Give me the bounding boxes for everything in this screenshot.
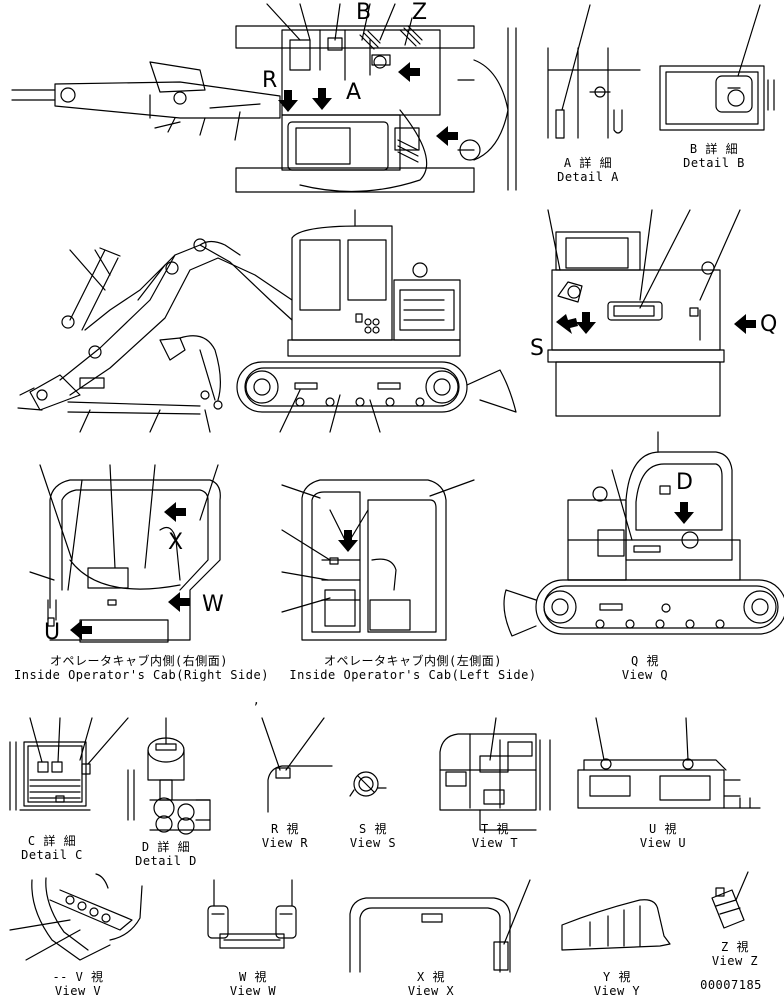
caption-view-v-en: View V bbox=[54, 984, 102, 998]
top-arrows bbox=[278, 62, 458, 146]
cab-left-arrows bbox=[338, 530, 358, 552]
label-x: X bbox=[168, 530, 184, 555]
caption-view-w-jp: W 視 bbox=[239, 970, 267, 984]
caption-detail-d: D 詳 細 Detail D bbox=[126, 840, 206, 868]
caption-detail-a: A 詳 細 Detail A bbox=[548, 156, 628, 184]
label-q: Q bbox=[760, 312, 778, 337]
view-w-drawing bbox=[207, 879, 297, 949]
caption-cab-right: オペレータキャブ内側(右側面) Inside Operator's Cab(Ri… bbox=[14, 654, 269, 682]
view-r-drawing bbox=[261, 717, 333, 813]
caption-view-z-en: View Z bbox=[711, 954, 759, 968]
caption-view-r: R 視 View R bbox=[250, 822, 320, 850]
top-plan-view bbox=[11, 3, 517, 193]
caption-view-q: Q 視 View Q bbox=[610, 654, 680, 682]
drawing-number: 00007185 bbox=[700, 978, 762, 992]
rear-arrows bbox=[556, 312, 756, 334]
label-z: Z bbox=[412, 0, 428, 25]
view-s-drawing bbox=[349, 771, 387, 797]
caption-view-x-en: View X bbox=[407, 984, 455, 998]
caption-view-u-en: View U bbox=[639, 836, 687, 850]
caption-cab-left-jp: オペレータキャブ内側(左側面) bbox=[324, 654, 502, 668]
label-d: D bbox=[676, 470, 693, 495]
detail-a-drawing bbox=[547, 4, 641, 139]
caption-view-w-en: View W bbox=[229, 984, 277, 998]
caption-detail-d-en: Detail D bbox=[135, 854, 197, 868]
caption-detail-a-jp: A 詳 細 bbox=[563, 156, 613, 170]
caption-view-s: S 視 View S bbox=[338, 822, 408, 850]
caption-view-u: U 視 View U bbox=[628, 822, 698, 850]
label-a: A bbox=[346, 80, 362, 105]
label-s: S bbox=[530, 336, 544, 361]
caption-cab-right-jp: オペレータキャブ内側(右側面) bbox=[50, 654, 228, 668]
caption-detail-a-en: Detail A bbox=[557, 170, 619, 184]
caption-detail-c-jp: C 詳 細 bbox=[27, 834, 77, 848]
caption-detail-c: C 詳 細 Detail C bbox=[12, 834, 92, 862]
caption-detail-b-en: Detail B bbox=[683, 156, 745, 170]
label-u: U bbox=[44, 620, 61, 645]
caption-view-q-en: View Q bbox=[621, 668, 669, 682]
view-q-drawing bbox=[503, 431, 784, 637]
detail-c-drawing bbox=[9, 717, 129, 811]
caption-detail-d-jp: D 詳 細 bbox=[141, 840, 191, 854]
caption-view-t-en: View T bbox=[471, 836, 519, 850]
caption-view-r-en: View R bbox=[261, 836, 309, 850]
caption-view-t: T 視 View T bbox=[460, 822, 530, 850]
label-b: B bbox=[356, 0, 372, 25]
caption-view-q-jp: Q 視 bbox=[631, 654, 659, 668]
detail-d-drawing bbox=[127, 717, 211, 835]
caption-view-t-jp: T 視 bbox=[481, 822, 509, 836]
caption-view-s-en: View S bbox=[349, 836, 397, 850]
caption-view-z: Z 視 View Z bbox=[700, 940, 770, 968]
view-y-drawing bbox=[561, 899, 671, 951]
cab-right-arrows bbox=[70, 502, 190, 640]
side-view-excavator bbox=[17, 209, 517, 433]
caption-view-w: W 視 View W bbox=[218, 970, 288, 998]
caption-detail-c-en: Detail C bbox=[21, 848, 83, 862]
caption-view-u-jp: U 視 bbox=[649, 822, 677, 836]
view-x-drawing bbox=[349, 879, 531, 973]
caption-view-s-jp: S 視 bbox=[359, 822, 387, 836]
view-q-arrows bbox=[674, 502, 694, 524]
caption-view-z-jp: Z 視 bbox=[721, 940, 749, 954]
label-tick: , bbox=[254, 692, 259, 708]
caption-view-y-en: View Y bbox=[593, 984, 641, 998]
caption-view-v: -- V 視 View V bbox=[28, 970, 128, 998]
label-r: R bbox=[262, 68, 278, 93]
detail-b-drawing bbox=[659, 4, 775, 131]
view-u-drawing bbox=[577, 717, 761, 809]
caption-view-y: Y 視 View Y bbox=[582, 970, 652, 998]
rear-view-drawing bbox=[547, 209, 741, 417]
caption-cab-left: オペレータキャブ内側(左側面) Inside Operator's Cab(Le… bbox=[288, 654, 538, 682]
caption-view-v-jp: -- V 視 bbox=[52, 970, 104, 984]
cab-left-drawing bbox=[281, 479, 475, 641]
view-z-drawing bbox=[711, 871, 749, 929]
view-v-drawing bbox=[9, 873, 143, 961]
caption-detail-b: B 詳 細 Detail B bbox=[674, 142, 754, 170]
cab-right-drawing bbox=[29, 464, 221, 643]
caption-view-r-jp: R 視 bbox=[271, 822, 299, 836]
view-t-drawing bbox=[439, 717, 551, 831]
label-w: W bbox=[202, 592, 224, 617]
caption-view-x-jp: X 視 bbox=[417, 970, 445, 984]
caption-cab-right-en: Inside Operator's Cab(Right Side) bbox=[14, 668, 269, 682]
caption-cab-left-en: Inside Operator's Cab(Left Side) bbox=[289, 668, 537, 682]
caption-view-y-jp: Y 視 bbox=[603, 970, 631, 984]
caption-view-x: X 視 View X bbox=[396, 970, 466, 998]
caption-detail-b-jp: B 詳 細 bbox=[689, 142, 739, 156]
